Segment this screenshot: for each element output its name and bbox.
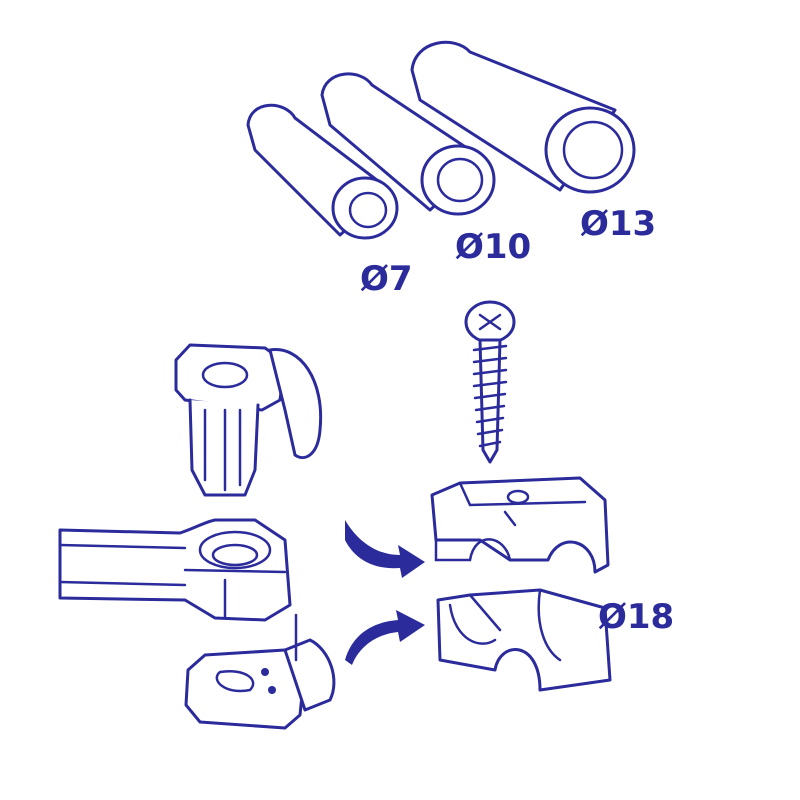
clip-bottom [184,613,336,730]
tube-13mm [410,40,636,194]
label-tube-7: Ø7 [360,259,413,299]
screw [464,300,516,464]
clamp-bottom-half [436,588,612,692]
cable-lug [58,518,292,622]
label-tube-13: Ø13 [580,204,656,244]
clip-top [174,343,323,497]
arrow-upper-icon [345,520,425,578]
tube-10mm [320,72,496,216]
clamp-top-half [430,476,610,574]
label-tube-10: Ø10 [455,227,531,267]
label-clamp-18: Ø18 [598,597,674,637]
tube-7mm [246,103,399,240]
arrow-lower-icon [345,610,425,665]
